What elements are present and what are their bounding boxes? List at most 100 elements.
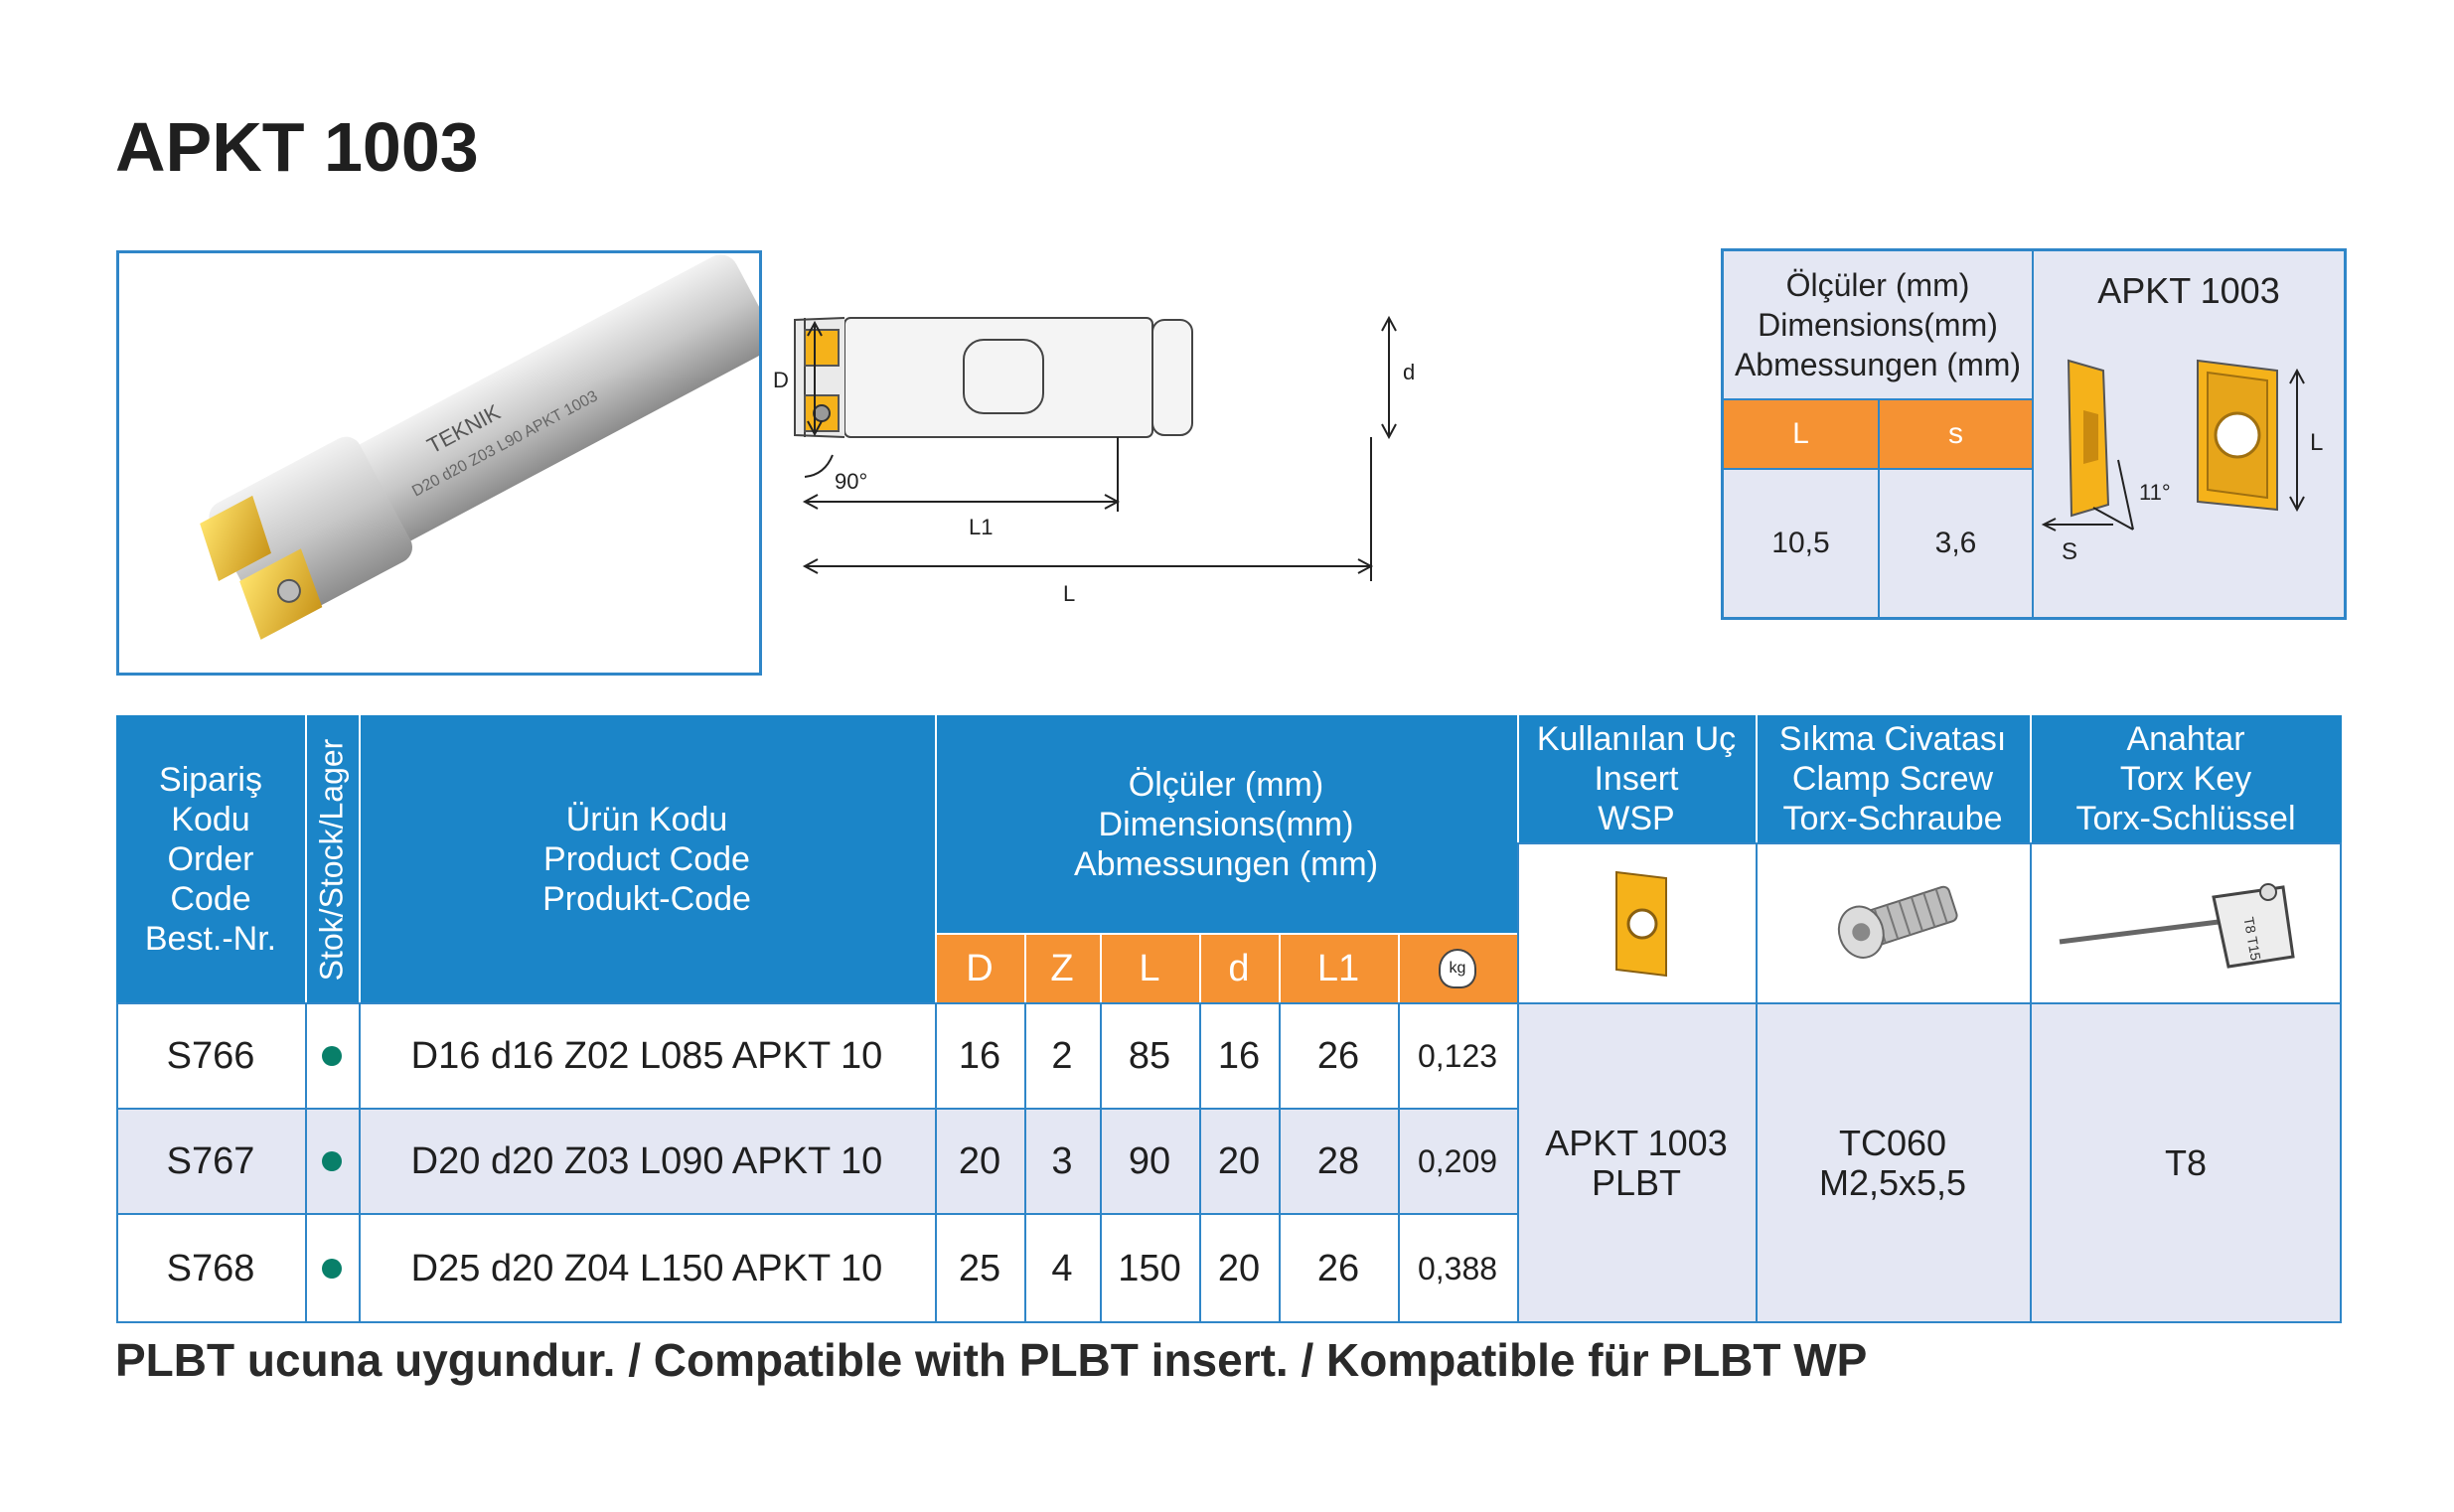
- table-row: S766 D16 d16 Z02 L085 APKT 10 16 2 85 16…: [116, 1003, 1517, 1109]
- header-line: Ölçüler (mm): [1128, 766, 1324, 804]
- drawing-label-D: D: [773, 368, 789, 392]
- spec-value-L: 10,5: [1771, 527, 1830, 559]
- torx-key-engraving: T8 T15: [2240, 916, 2263, 962]
- screw-value-line: TC060: [1838, 1123, 1947, 1163]
- header-line: Insert: [1594, 760, 1679, 798]
- spec-dims-line: Ölçüler (mm): [1785, 267, 1970, 303]
- stock-dot: [322, 1046, 342, 1066]
- torx-key-image: T8 T15: [2059, 883, 2295, 969]
- header-line: Produkt-Code: [542, 880, 751, 918]
- cell-product: D20 d20 Z03 L090 APKT 10: [410, 1139, 883, 1182]
- spec-label-S: S: [2062, 538, 2077, 565]
- header-line: Clamp Screw: [1791, 760, 1994, 798]
- drawing-label-L1: L1: [969, 515, 993, 539]
- weight-icon-label: kg: [1439, 949, 1476, 988]
- insert-value-line: PLBT: [1591, 1162, 1682, 1203]
- stock-dot: [322, 1259, 342, 1279]
- cell-d: 20: [1217, 1139, 1261, 1182]
- cell-Z: 4: [1051, 1247, 1073, 1289]
- drawing-label-d: d: [1403, 360, 1415, 384]
- spec-value-s: 3,6: [1934, 527, 1977, 559]
- spec-col-s: s: [1880, 400, 2032, 468]
- cell-key-value: T8: [2164, 1142, 2207, 1183]
- insert-sketch: S 11° L: [2041, 359, 2323, 565]
- spec-insert-title: APKT 1003: [2097, 270, 2280, 311]
- spec-label-L: L: [2310, 429, 2323, 456]
- stock-dot-cell: [305, 1109, 359, 1214]
- weight-icon: kg: [1398, 934, 1517, 1003]
- drawing-label-angle: 90°: [835, 469, 867, 494]
- header-line: Torx Key: [2119, 760, 2252, 798]
- cell-L: 85: [1128, 1034, 1171, 1077]
- header-line: Sıkma Civatası: [1778, 720, 2007, 758]
- header-line: Abmessungen (mm): [1073, 845, 1379, 883]
- page-title: APKT 1003: [115, 108, 479, 186]
- table-row: S768 D25 d20 Z04 L150 APKT 10 25 4 150 2…: [116, 1214, 1517, 1323]
- cell-L: 150: [1118, 1247, 1181, 1289]
- header-line: Dimensions(mm): [1098, 806, 1354, 843]
- cell-order: S766: [166, 1034, 255, 1077]
- cell-product: D25 d20 Z04 L150 APKT 10: [410, 1247, 883, 1289]
- header-insert: Kullanılan Uç Insert WSP: [1517, 715, 1756, 842]
- spec-dimensions-header: Ölçüler (mm) Dimensions(mm) Abmessungen …: [1724, 251, 2032, 398]
- header-line: Best.-Nr.: [144, 920, 277, 958]
- cell-Z: 2: [1051, 1034, 1073, 1077]
- cell-L1: 26: [1316, 1247, 1360, 1289]
- product-photo: TEKNIK D20 d20 Z03 L90 APKT 1003: [116, 250, 762, 676]
- header-stock: Stok/Stock/Lager: [305, 715, 359, 1003]
- insert-image: [1615, 870, 1667, 978]
- header-torx-key: Anahtar Torx Key Torx-Schlüssel: [2030, 715, 2342, 842]
- spec-label-angle: 11°: [2139, 480, 2171, 505]
- spec-dims-line: Dimensions(mm): [1758, 307, 1998, 343]
- cell-Z: 3: [1051, 1139, 1073, 1182]
- cell-weight: 0,209: [1417, 1142, 1498, 1179]
- dim-col-d: d: [1228, 947, 1250, 989]
- cell-product: D16 d16 Z02 L085 APKT 10: [410, 1034, 883, 1077]
- dim-col-L: L: [1139, 947, 1160, 989]
- cell-weight: 0,388: [1417, 1250, 1498, 1286]
- header-line: Code: [170, 880, 251, 918]
- cell-weight: 0,123: [1417, 1037, 1498, 1074]
- header-product-code: Ürün Kodu Product Code Produkt-Code: [359, 715, 935, 1003]
- technical-drawing: D d 90° L1 L: [773, 315, 1415, 606]
- product-table: Sipariş Kodu Order Code Best.-Nr. Stok/S…: [116, 715, 2342, 1323]
- cell-insert-value: APKT 1003 PLBT: [1517, 1003, 1756, 1323]
- stock-dot-cell: [305, 1003, 359, 1109]
- cell-L1: 28: [1316, 1139, 1360, 1182]
- cell-screw-value: TC060 M2,5x5,5: [1756, 1003, 2030, 1323]
- dim-col-D: D: [966, 947, 994, 989]
- cell-L1: 26: [1316, 1034, 1360, 1077]
- header-line: Kullanılan Uç: [1536, 720, 1737, 758]
- spec-col-L: L: [1724, 400, 1878, 468]
- cell-order: S768: [166, 1247, 255, 1289]
- header-line: Torx-Schlüssel: [2075, 800, 2296, 837]
- end-mill-photo: TEKNIK D20 d20 Z03 L90 APKT 1003: [200, 254, 759, 640]
- dim-col-L1: L1: [1316, 947, 1360, 989]
- stock-dot: [322, 1151, 342, 1171]
- header-line: WSP: [1598, 800, 1675, 837]
- cell-order: S767: [166, 1139, 255, 1182]
- cell-D: 16: [958, 1034, 1001, 1077]
- insert-spec-box: Ölçüler (mm) Dimensions(mm) Abmessungen …: [1721, 248, 2347, 620]
- header-order-code: Sipariş Kodu Order Code Best.-Nr.: [116, 715, 305, 1003]
- header-line: Ürün Kodu: [565, 801, 728, 838]
- compatibility-note: PLBT ucuna uygundur. / Compatible with P…: [115, 1334, 1868, 1386]
- spec-dims-line: Abmessungen (mm): [1734, 347, 2022, 382]
- cell-d: 20: [1217, 1247, 1261, 1289]
- header-line: Anahtar: [2126, 720, 2245, 758]
- header-line: Kodu: [171, 801, 250, 838]
- table-row: S767 D20 d20 Z03 L090 APKT 10 20 3 90 20…: [116, 1109, 1517, 1214]
- cell-D: 25: [958, 1247, 1001, 1289]
- drawing-label-L: L: [1063, 581, 1075, 606]
- header-line: Order: [167, 840, 254, 878]
- cell-d: 16: [1217, 1034, 1261, 1077]
- header-line: Product Code: [543, 840, 750, 878]
- header-line: Sipariş: [159, 761, 262, 799]
- header-clamp-screw: Sıkma Civatası Clamp Screw Torx-Schraube: [1756, 715, 2030, 842]
- header-dimensions: Ölçüler (mm) Dimensions(mm) Abmessungen …: [935, 715, 1517, 934]
- header-stock-label: Stok/Stock/Lager: [313, 738, 350, 981]
- dim-col-Z: Z: [1050, 947, 1074, 989]
- screw-value-line: M2,5x5,5: [1818, 1162, 1967, 1203]
- stock-dot-cell: [305, 1214, 359, 1323]
- cell-D: 20: [958, 1139, 1001, 1182]
